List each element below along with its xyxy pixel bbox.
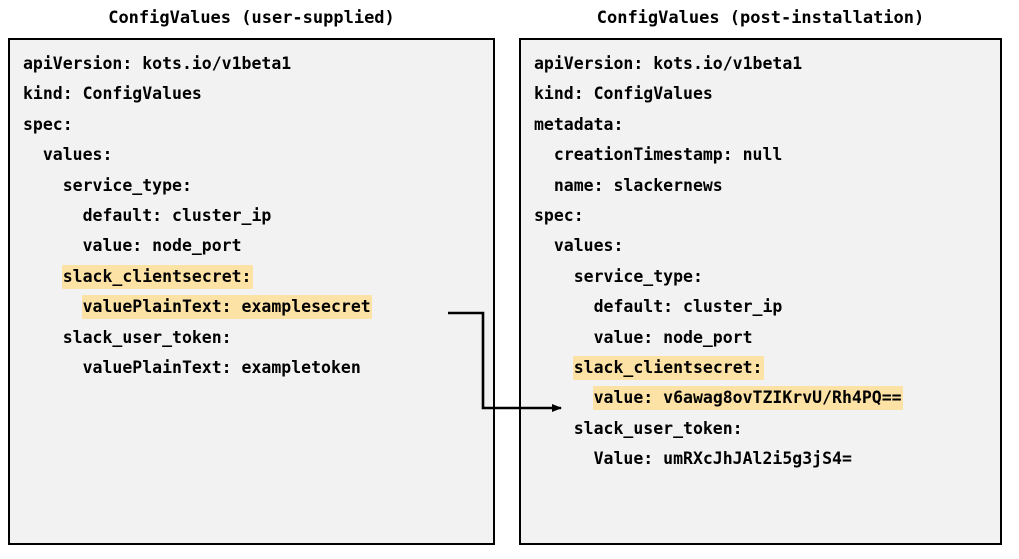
left-code-line: kind: ConfigValues: [23, 79, 491, 109]
code-segment: default: cluster_ip: [23, 205, 272, 225]
highlighted-code-segment: slack_clientsecret:: [572, 355, 764, 380]
code-segment: [23, 267, 63, 286]
left-code-line: slack_user_token:: [23, 323, 491, 353]
left-code-line: valuePlainText: examplesecret: [23, 292, 491, 322]
right-code-line: default: cluster_ip: [534, 292, 998, 322]
code-segment: Value: umRXcJhJAl2i5g3jS4=: [534, 449, 852, 469]
code-segment: spec:: [534, 205, 584, 225]
right-code-line: metadata:: [534, 110, 998, 140]
right-code-line: name: slackernews: [534, 171, 998, 201]
right-code-line: spec:: [534, 201, 998, 231]
code-segment: kind: ConfigValues: [23, 84, 202, 104]
left-panel-user-supplied: apiVersion: kots.io/v1beta1 kind: Config…: [8, 38, 495, 545]
right-code-line: Value: umRXcJhJAl2i5g3jS4=: [534, 444, 998, 474]
code-segment: kind: ConfigValues: [534, 84, 713, 104]
left-code-line: service_type:: [23, 171, 491, 201]
right-panel-title: ConfigValues (post-installation): [596, 8, 925, 28]
left-code-line: default: cluster_ip: [23, 201, 491, 231]
code-segment: [23, 297, 83, 316]
code-segment: values:: [23, 145, 113, 165]
right-code-line: value: node_port: [534, 323, 998, 353]
code-segment: slack_user_token:: [534, 418, 743, 438]
right-code-line: kind: ConfigValues: [534, 79, 998, 109]
right-code-line: apiVersion: kots.io/v1beta1: [534, 49, 998, 79]
code-segment: name: slackernews: [534, 175, 723, 195]
right-code-line: slack_user_token:: [534, 414, 998, 444]
code-segment: slack_user_token:: [23, 327, 232, 347]
code-segment: values:: [534, 236, 624, 256]
left-yaml-code-block: apiVersion: kots.io/v1beta1 kind: Config…: [23, 49, 491, 383]
left-code-line: apiVersion: kots.io/v1beta1: [23, 49, 491, 79]
highlighted-code-segment: slack_clientsecret:: [61, 264, 253, 289]
code-segment: apiVersion: kots.io/v1beta1: [534, 54, 803, 73]
right-code-line: creationTimestamp: null: [534, 140, 998, 170]
right-code-line: value: v6awag8ovTZIKrvU/Rh4PQ==: [534, 383, 998, 413]
code-segment: [534, 388, 594, 407]
right-code-line: service_type:: [534, 262, 998, 292]
code-segment: apiVersion: kots.io/v1beta1: [23, 54, 292, 73]
left-code-line: values:: [23, 140, 491, 170]
code-segment: service_type:: [534, 266, 703, 286]
right-yaml-code-block: apiVersion: kots.io/v1beta1 kind: Config…: [534, 49, 998, 474]
left-code-line: value: node_port: [23, 231, 491, 261]
right-code-line: values:: [534, 231, 998, 261]
right-code-line: slack_clientsecret:: [534, 353, 998, 383]
right-panel-post-installation: apiVersion: kots.io/v1beta1 kind: Config…: [519, 38, 1002, 545]
code-segment: spec:: [23, 114, 73, 134]
highlighted-code-segment: value: v6awag8ovTZIKrvU/Rh4PQ==: [592, 386, 903, 411]
code-segment: [534, 358, 574, 377]
code-segment: metadata:: [534, 114, 624, 134]
code-segment: service_type:: [23, 175, 192, 195]
left-code-line: spec:: [23, 110, 491, 140]
left-code-line: slack_clientsecret:: [23, 262, 491, 292]
left-panel-title: ConfigValues (user-supplied): [108, 8, 395, 28]
code-segment: value: node_port: [534, 327, 753, 347]
code-segment: default: cluster_ip: [534, 297, 783, 317]
code-segment: valuePlainText: exampletoken: [23, 357, 361, 377]
code-segment: value: node_port: [23, 236, 242, 256]
highlighted-code-segment: valuePlainText: examplesecret: [81, 295, 372, 320]
code-segment: creationTimestamp: null: [534, 145, 783, 165]
left-code-line: valuePlainText: exampletoken: [23, 353, 491, 383]
